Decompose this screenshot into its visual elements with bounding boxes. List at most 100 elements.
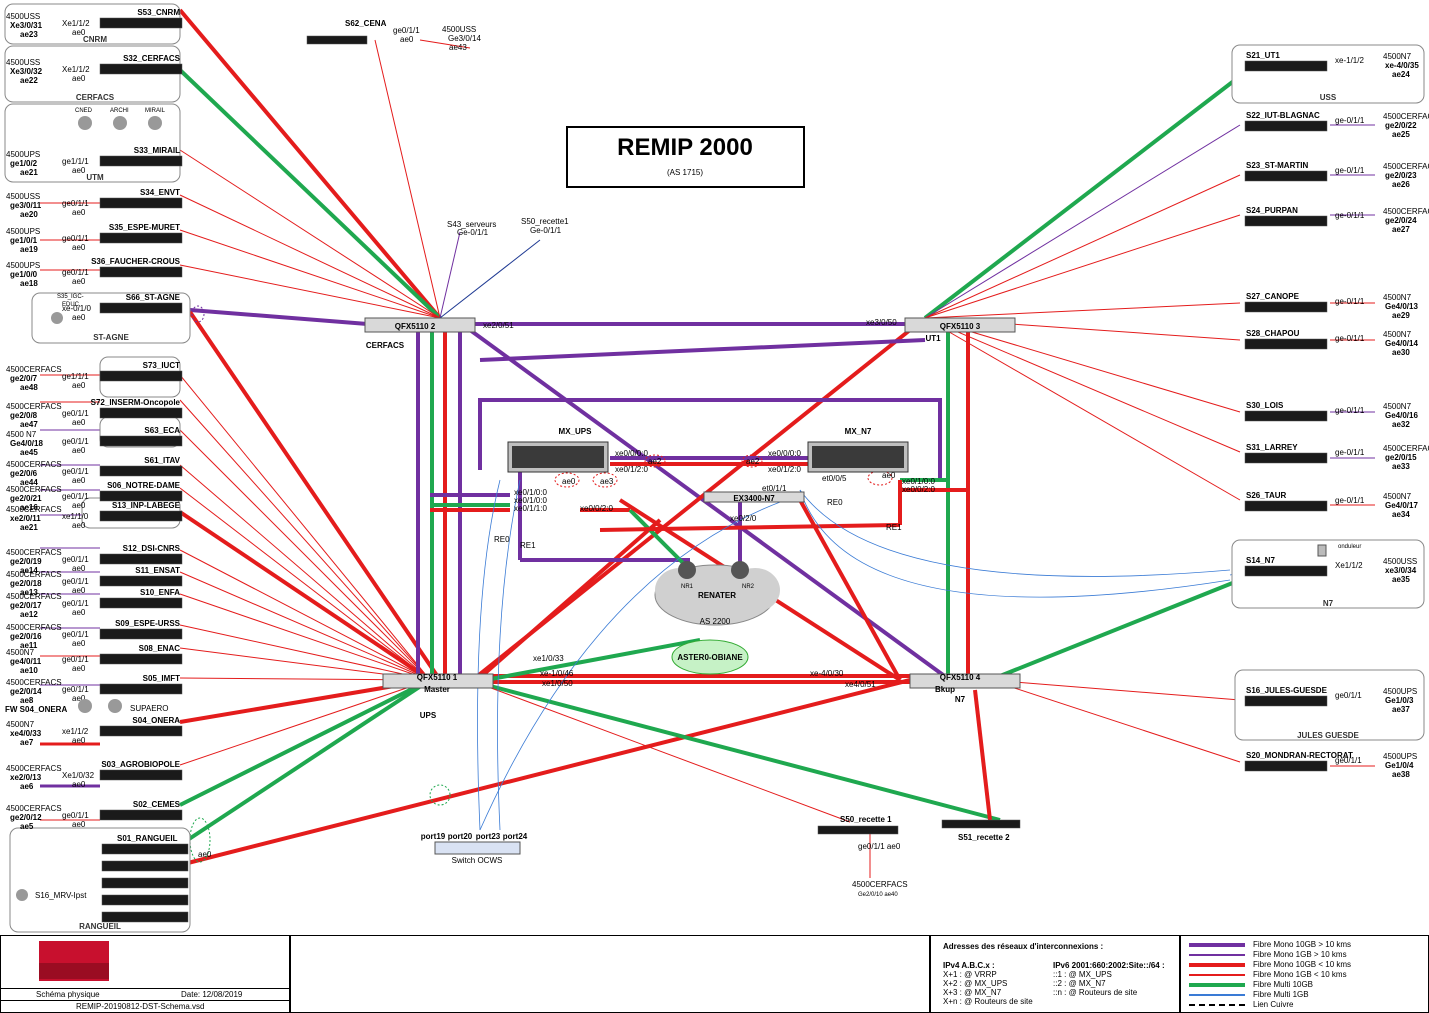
switch-s09_espe-urss[interactable] <box>99 628 183 640</box>
if-label: xe0/1/0:0 <box>514 488 547 497</box>
peer-name: 4500UPS <box>6 227 40 236</box>
site-if: ge-0/1/1 <box>1335 116 1365 125</box>
site-ae: ae0 <box>72 208 86 217</box>
site-name: S04_ONERA <box>132 716 180 725</box>
switch-ocws[interactable] <box>434 841 521 855</box>
switch-s31_larrey[interactable] <box>1244 452 1328 464</box>
switch-s72_inserm-oncopole[interactable] <box>99 407 183 419</box>
switch-s05_imft[interactable] <box>99 683 183 695</box>
site-if: ge1/1/1 <box>62 157 89 166</box>
switch-rangueil[interactable] <box>101 894 189 906</box>
switch-s11_ensat[interactable] <box>99 575 183 587</box>
switch-s35_espe-muret[interactable] <box>99 232 183 244</box>
site-ae: ae0 <box>72 166 86 175</box>
port-label: port24 <box>503 832 528 841</box>
switch-s30_lois[interactable] <box>1244 410 1328 422</box>
s62-peer: 4500USS <box>442 25 476 34</box>
switch-s33_mirail[interactable] <box>99 155 183 167</box>
switch-s04_onera[interactable] <box>99 725 183 737</box>
right-site: S24_PURPANge-0/1/14500CERFACSge2/0/24ae2… <box>1244 206 1429 234</box>
peer-name: 4500CERFACS <box>6 365 62 374</box>
switch-s27_canope[interactable] <box>1244 301 1328 313</box>
qfx4-switch[interactable] <box>909 673 1021 689</box>
if-label: xe0/1/0:0 <box>902 477 935 486</box>
group-label: UTM <box>86 173 104 182</box>
router-icon <box>51 312 63 324</box>
switch-s62[interactable] <box>306 35 368 45</box>
switch-rangueil[interactable] <box>101 877 189 889</box>
legend-swatch <box>1189 963 1245 967</box>
ipv6-line: ::2 : @ MX_N7 <box>1053 979 1106 988</box>
peer-ae: ae7 <box>20 738 34 747</box>
switch-s20_mondran-rectorat[interactable] <box>1244 760 1328 772</box>
switch-s08_enac[interactable] <box>99 653 183 665</box>
if-label: xe-4/0/30 <box>810 669 844 678</box>
switch-s50[interactable] <box>817 825 899 835</box>
s43-label: S43_serveurs <box>447 220 496 229</box>
switch-s21_ut1[interactable] <box>1244 60 1328 72</box>
switch-s73_iuct[interactable] <box>99 370 183 382</box>
switch-s13_inp-labege[interactable] <box>99 510 183 522</box>
peer-if: ge1/0/2 <box>10 159 38 168</box>
port-label: port23 <box>476 832 501 841</box>
switch-s16_jules-guesde[interactable] <box>1244 695 1328 707</box>
switch-s36_faucher-crous[interactable] <box>99 266 183 278</box>
peer-name: 4500N7 <box>6 720 35 729</box>
right-site: S22_IUT-BLAGNACge-0/1/14500CERFACSge2/0/… <box>1244 111 1429 139</box>
footer-file-box: REMIP-20190812-DST-Schema.vsd <box>0 1000 290 1013</box>
qfx1-switch[interactable] <box>382 673 494 689</box>
switch-rangueil[interactable] <box>101 911 189 923</box>
ex3400-switch[interactable] <box>703 491 805 503</box>
s35igc-label: S35_IGC- <box>57 294 84 300</box>
switch-s66_st-agne[interactable] <box>99 302 183 314</box>
site-ae: ae0 <box>72 313 86 322</box>
astero-cloud: ASTER0-OBIANE <box>671 639 749 675</box>
peer-ae: ae23 <box>20 30 38 39</box>
site-if: ge-0/1/1 <box>1335 211 1365 220</box>
switch-s22_iut-blagnac[interactable] <box>1244 120 1328 132</box>
switch-s32_cerfacs[interactable] <box>99 63 183 75</box>
site-name: S36_FAUCHER-CROUS <box>91 257 181 266</box>
switch-rangueil[interactable] <box>101 843 189 855</box>
switch-s26_taur[interactable] <box>1244 500 1328 512</box>
switch-s28_chapou[interactable] <box>1244 338 1328 350</box>
switch-s53_cnrm[interactable] <box>99 17 183 29</box>
legend-item: Fibre Mono 1GB < 10 kms <box>1189 970 1424 980</box>
switch-s51[interactable] <box>941 819 1021 829</box>
site-ae: ae0 <box>72 501 86 510</box>
switch-s14_n7[interactable] <box>1244 565 1328 577</box>
switch-s34_envt[interactable] <box>99 197 183 209</box>
ups-icon <box>1317 544 1327 557</box>
qfx1-label: QFX5110 1 <box>417 673 458 682</box>
switch-s02_cemes[interactable] <box>99 809 183 821</box>
ipv4-line: X+3 : @ MX_N7 <box>943 988 1002 997</box>
site-if: ge0/1/1 <box>62 811 89 820</box>
qfx3-switch[interactable] <box>904 317 1016 333</box>
switch-s12_dsi-cnrs[interactable] <box>99 553 183 565</box>
re-label: RE1 <box>520 541 536 550</box>
switch-s24_purpan[interactable] <box>1244 215 1328 227</box>
switch-s03_agrobiopole[interactable] <box>99 769 183 781</box>
qfx4-role: Bkup <box>935 685 955 694</box>
if-label: xe3/0/50 <box>866 318 897 327</box>
switch-s63_eca[interactable] <box>99 435 183 447</box>
peer-if: ge2/0/22 <box>1385 121 1417 130</box>
site-if: ge-0/1/1 <box>1335 166 1365 175</box>
switch-s23_st-martin[interactable] <box>1244 170 1328 182</box>
switch-s10_enfa[interactable] <box>99 597 183 609</box>
qfx2-label: QFX5110 2 <box>395 322 436 331</box>
peer-if: ge2/0/17 <box>10 601 42 610</box>
qfx2-switch[interactable] <box>364 317 476 333</box>
s16mrv-label: S16_MRV-Ipst <box>35 891 87 900</box>
switch-s61_itav[interactable] <box>99 465 183 477</box>
peer-name: 4500UPS <box>1383 752 1417 761</box>
s51-label: S51_recette 2 <box>958 833 1010 842</box>
peer-name: 4500CERFACS <box>6 505 62 514</box>
site-if: Xe1/1/2 <box>62 19 90 28</box>
switch-rangueil[interactable] <box>101 860 189 872</box>
peer-name: 4500CERFACS <box>6 570 62 579</box>
site-name: S61_ITAV <box>144 456 180 465</box>
switch-s06_notre-dame[interactable] <box>99 490 183 502</box>
